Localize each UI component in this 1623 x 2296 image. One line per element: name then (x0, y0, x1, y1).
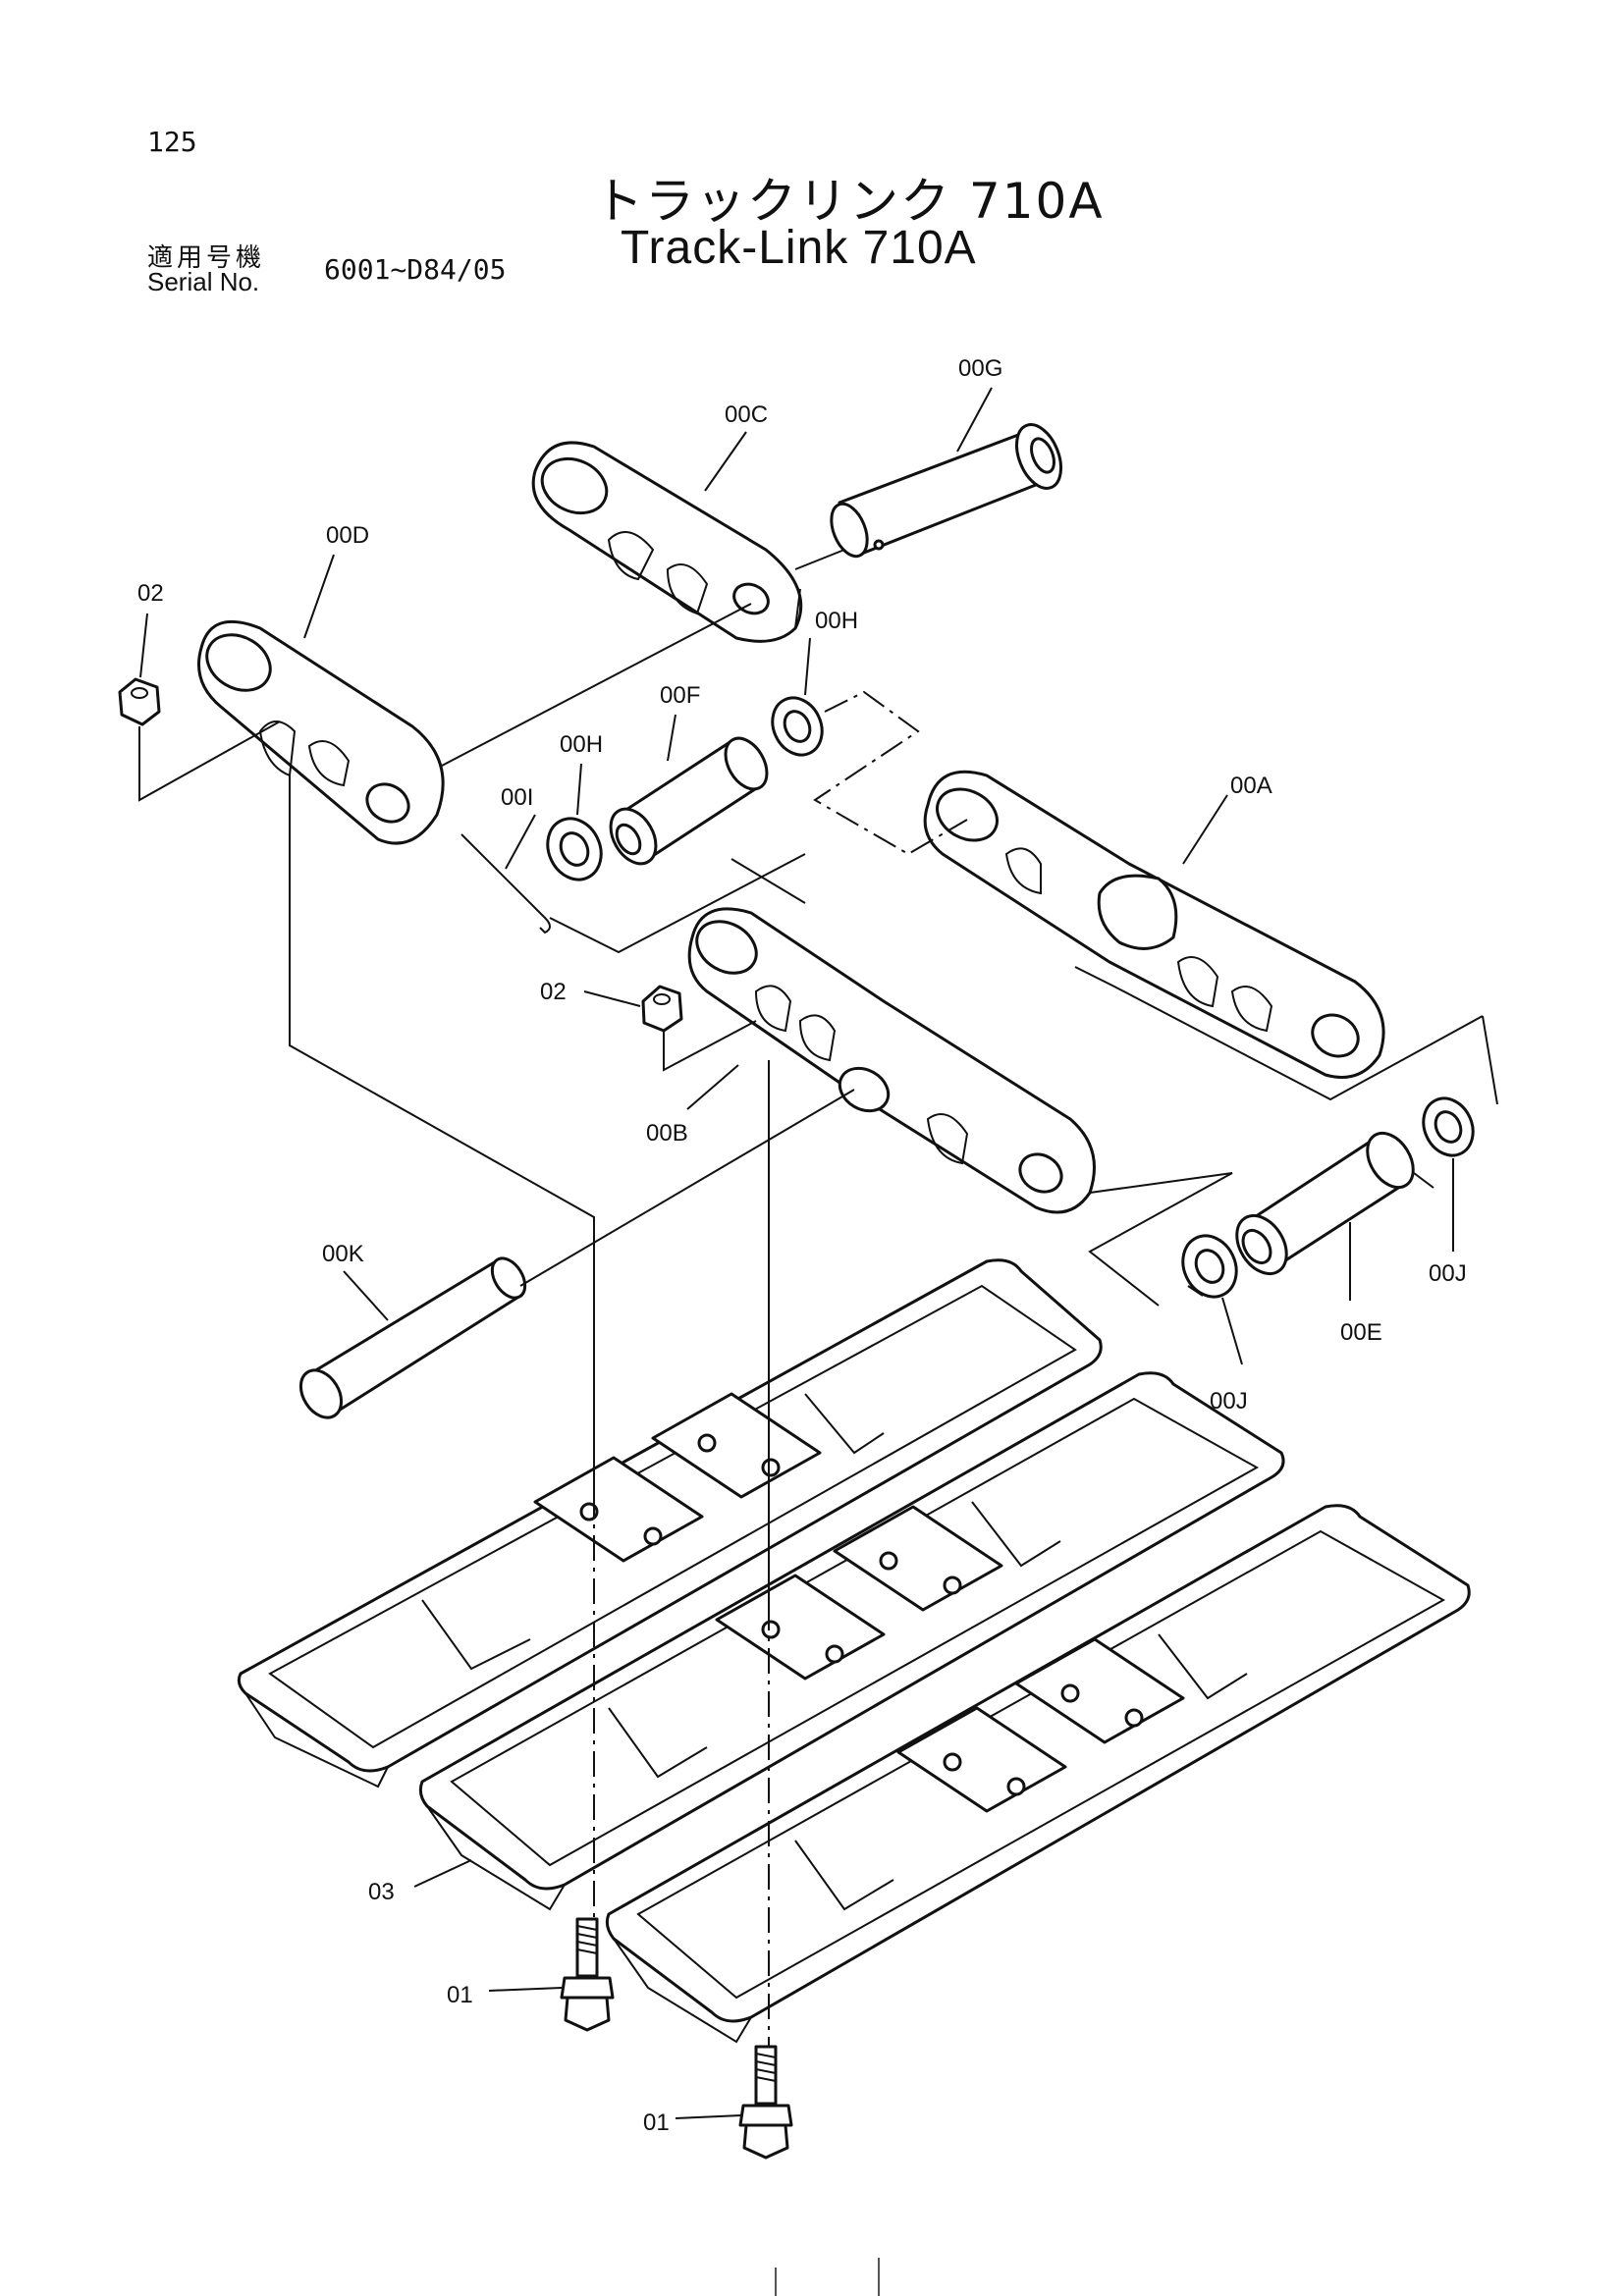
pin-00g-drawing (830, 423, 1062, 559)
title-japanese: トラックリンク 710A (594, 173, 1105, 230)
callout-00h-lower: 00H (560, 731, 603, 758)
callout-leaders (139, 387, 1454, 2119)
bushing-00e-drawing (1235, 1131, 1415, 1276)
link-00a-drawing (923, 770, 1385, 1079)
callout-00e: 00E (1340, 1319, 1382, 1346)
callout-00a: 00A (1230, 773, 1272, 799)
callout-00j-right: 00J (1429, 1260, 1467, 1287)
assembly-lines (138, 549, 1498, 2047)
callout-02-upper: 02 (137, 580, 164, 607)
cotter-00i-drawing (460, 833, 551, 934)
callout-01-lower: 01 (643, 2109, 670, 2136)
seal-00h-upper-drawing (771, 696, 824, 757)
nut-02-upper-drawing (118, 677, 161, 726)
link-00d-drawing (197, 619, 445, 845)
callout-02-lower: 02 (540, 979, 567, 1005)
link-mount-plates-drawing (533, 1392, 1185, 1813)
seal-00h-lower-drawing (546, 817, 603, 881)
link-00b-drawing (687, 907, 1096, 1214)
callout-00k: 00K (322, 1241, 364, 1267)
nut-02-lower-drawing (641, 985, 683, 1033)
serial-range: 6001~D84/05 (324, 253, 507, 286)
pin-00k-drawing (298, 1256, 527, 1419)
seal-00j-right-drawing (1422, 1096, 1475, 1157)
callout-01-upper: 01 (447, 1982, 473, 2008)
callout-00h-upper: 00H (815, 608, 858, 634)
callout-labels: 00G 00C 00D 02 00H 00F 00H 00I 00A 02 00… (137, 355, 1467, 2136)
scan-artifacts (775, 2258, 880, 2296)
title-english: Track-Link 710A (621, 222, 977, 274)
seal-00j-left-drawing (1181, 1234, 1238, 1299)
callout-00f: 00F (660, 682, 700, 709)
link-00c-drawing (531, 441, 803, 643)
callout-00i: 00I (501, 784, 533, 811)
callout-00c: 00C (725, 401, 768, 428)
callout-00g: 00G (958, 355, 1002, 382)
bolt-01-upper-drawing (560, 1917, 615, 2032)
callout-03: 03 (368, 1879, 395, 1905)
bushing-00f-drawing (609, 736, 769, 866)
serial-label-english: Serial No. (147, 267, 260, 296)
serial-label-japanese: 適用号機 (147, 243, 266, 273)
callout-00d: 00D (326, 522, 369, 549)
page-number: 125 (147, 126, 197, 158)
callout-00j-left: 00J (1210, 1388, 1248, 1415)
bolt-01-lower-drawing (738, 2045, 793, 2160)
callout-00b: 00B (646, 1120, 688, 1147)
